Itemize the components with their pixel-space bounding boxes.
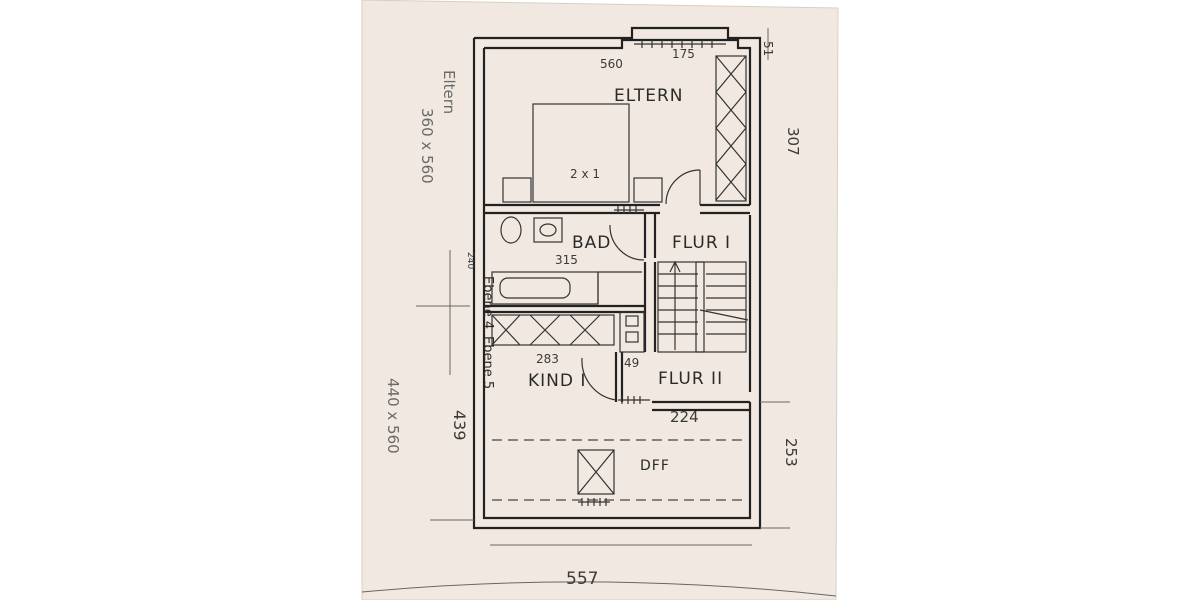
dim-left-bottom: 439 [450, 410, 469, 441]
dim-bottom-width: 557 [566, 569, 598, 589]
dim-top-right-corner: 51 [761, 41, 775, 56]
paper-sheet [361, 0, 839, 600]
svg-text:2 x 1: 2 x 1 [570, 167, 600, 181]
dim-kind: 283 [536, 352, 559, 366]
paper-curl [361, 581, 837, 597]
level-label-upper: Ebene 4 [480, 276, 495, 329]
room-label-flur2: FLUR II [658, 369, 723, 389]
room-label-bad: BAD [572, 233, 611, 253]
bathroom-fixtures [491, 216, 642, 305]
dim-right-bottom: 253 [782, 438, 800, 467]
room-label-eltern: ELTERN [614, 86, 684, 106]
wardrobe-eltern [715, 55, 747, 202]
note-eltern-size: 360 x 560 [418, 108, 436, 184]
note-kind-size: 440 x 560 [384, 378, 402, 454]
dimension-lines [416, 28, 790, 546]
dff-skylight [492, 439, 746, 506]
dim-bad-width: 315 [555, 253, 578, 267]
dim-bad-height: 240 [465, 252, 475, 269]
kind-cabinets [491, 311, 645, 353]
interior-walls [484, 169, 750, 412]
dim-top-width: 560 [600, 57, 623, 71]
note-eltern: Eltern [440, 70, 458, 114]
outer-walls [472, 26, 762, 530]
dim-window-width: 175 [672, 47, 695, 61]
top-window [634, 40, 726, 48]
room-label-kind1: KIND I [528, 371, 586, 391]
dim-right-top: 307 [784, 127, 802, 156]
bed: 2 x 1 [502, 103, 663, 203]
stairs [657, 260, 749, 353]
room-label-flur1: FLUR I [672, 233, 731, 253]
room-label-dff: DFF [640, 458, 670, 474]
dim-flur2-width: 224 [670, 408, 699, 426]
dim-door: 49 [624, 356, 639, 370]
level-label-lower: Ebene 5 [480, 336, 495, 389]
